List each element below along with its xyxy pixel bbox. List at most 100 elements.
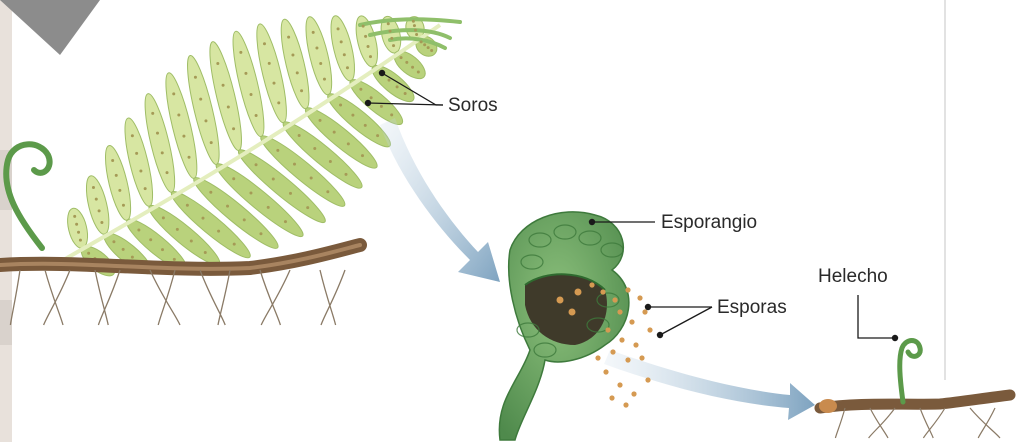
sorus-dot	[111, 159, 114, 162]
sorus-dot	[232, 177, 235, 180]
page-edge-strip	[0, 0, 12, 442]
leader-helecho	[858, 295, 895, 338]
sorus-dot	[345, 173, 348, 176]
spore-dot	[647, 327, 652, 332]
sorus-dot	[369, 55, 372, 58]
sorus-dot	[337, 27, 340, 30]
spore-dot	[612, 297, 617, 302]
spore-dot	[619, 337, 624, 342]
root-strand	[835, 408, 845, 438]
sorus-dot	[293, 163, 296, 166]
root-strand	[970, 408, 1000, 438]
sorus-dot	[333, 131, 336, 134]
sorus-dot	[162, 216, 165, 219]
sorus-dot	[98, 209, 101, 212]
sorus-dot	[400, 56, 403, 59]
sorus-dot	[77, 231, 80, 234]
spore-dot	[595, 355, 600, 360]
sorus-dot	[243, 218, 246, 221]
sorus-dot	[137, 228, 140, 231]
sorus-dot	[233, 243, 236, 246]
sorus-dot	[347, 142, 350, 145]
sorus-dot	[244, 72, 247, 75]
sorus-dot	[291, 54, 294, 57]
sorus-dot	[268, 62, 271, 65]
sorus-dot	[118, 189, 121, 192]
sorus-dot	[323, 78, 326, 81]
sorus-dot	[216, 62, 219, 65]
sorus-dot	[413, 24, 416, 27]
spore-dot	[629, 319, 634, 324]
sorus-dot	[194, 76, 197, 79]
root-strand	[200, 270, 225, 325]
sorus-dot	[139, 169, 142, 172]
sorus-dot	[319, 119, 322, 122]
spore-dot	[633, 342, 638, 347]
sorus-dot	[296, 71, 299, 74]
sorus-dot	[276, 149, 279, 152]
sorus-dot	[172, 92, 175, 95]
sorus-dot	[364, 35, 367, 38]
sorus-dot	[161, 151, 164, 154]
sorus-dot	[362, 25, 365, 28]
sorus-dot	[326, 190, 329, 193]
sorus-dot	[199, 98, 202, 101]
sorus-dot	[177, 114, 180, 117]
sorus-dot	[227, 105, 230, 108]
sorus-dot	[255, 163, 258, 166]
sorus-dot	[92, 186, 95, 189]
sorus-dot	[315, 46, 318, 49]
sorus-dot	[204, 119, 207, 122]
sorus-dot	[73, 215, 76, 218]
sorus-dot	[427, 46, 430, 49]
sorus-dot	[415, 33, 418, 36]
sorus-dot	[319, 62, 322, 65]
sorus-dot	[390, 113, 393, 116]
sorus-dot	[209, 191, 212, 194]
sorus-dot	[204, 251, 207, 254]
sorus-dot	[277, 101, 280, 104]
arrow-spores-to-fern	[604, 350, 815, 420]
root-strand	[150, 270, 180, 325]
sorus-dot	[156, 132, 159, 135]
sorus-dot	[249, 192, 252, 195]
sorus-dot	[131, 256, 134, 259]
sorus-dot	[370, 96, 373, 99]
sorus-dot	[404, 92, 407, 95]
sorus-dot	[361, 154, 364, 157]
label-soros: Soros	[448, 96, 498, 115]
sorus-dot	[346, 66, 349, 69]
fiddlehead-left	[6, 144, 49, 248]
sorus-dot	[222, 84, 225, 87]
sorus-dot	[412, 20, 415, 23]
sorus-dot	[250, 93, 253, 96]
sorus-dot	[166, 171, 169, 174]
spore-dot	[639, 355, 644, 360]
sorus-dot	[176, 228, 179, 231]
sorus-dot	[188, 156, 191, 159]
sorus-dot	[411, 66, 414, 69]
sorus-dot	[310, 176, 313, 179]
sorus-dot	[389, 30, 392, 33]
root-strand	[261, 270, 290, 325]
sorus-dot	[359, 88, 362, 91]
sorus-dot	[95, 198, 98, 201]
root-strand	[978, 408, 995, 438]
sorus-dot	[298, 134, 301, 137]
sorus-dot	[351, 114, 354, 117]
sorus-dot	[186, 204, 189, 207]
sorus-dot	[144, 187, 147, 190]
sorus-dot	[232, 127, 235, 130]
sorus-dot	[112, 240, 115, 243]
sorus-dot	[115, 174, 118, 177]
sorus-dot	[135, 152, 138, 155]
spore-dot	[609, 395, 614, 400]
sorus-dot	[414, 29, 417, 32]
spore-dot	[603, 369, 608, 374]
sorus-dot	[343, 53, 346, 56]
sorus-dot	[287, 36, 290, 39]
label-esporas: Esporas	[717, 298, 787, 317]
sorus-dot	[75, 223, 78, 226]
sorus-dot	[131, 134, 134, 137]
